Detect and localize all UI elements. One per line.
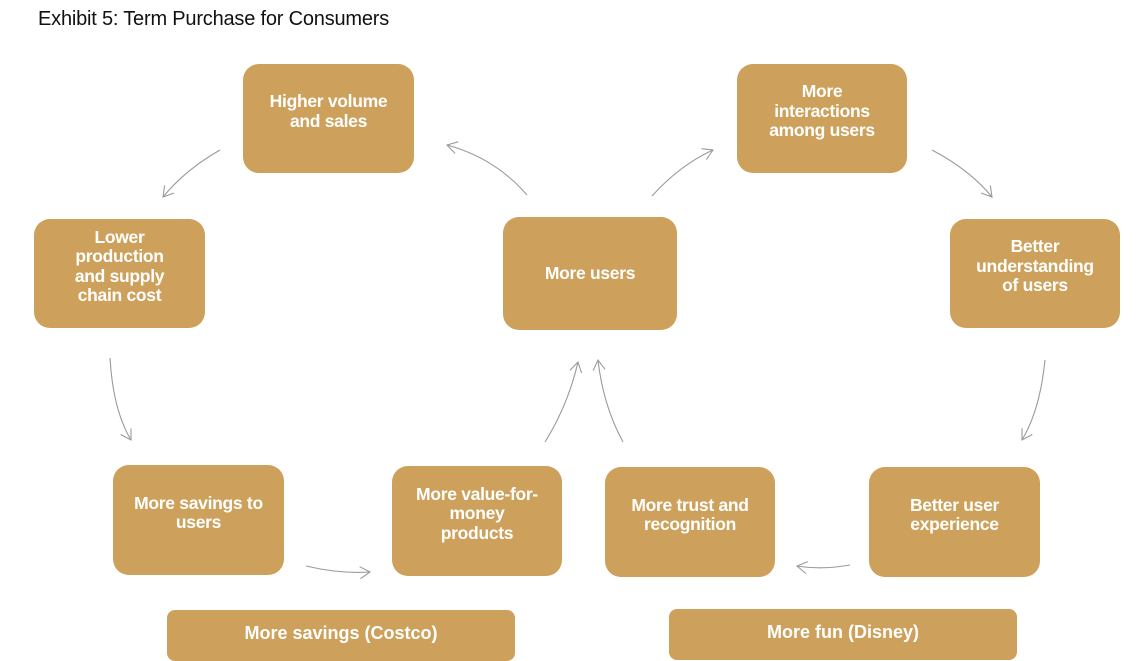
node-text: More savings to users [134,492,263,532]
node-text: Higher volume and sales [269,91,388,131]
label-costco: More savings (Costco) [167,610,515,661]
node-more-users: More users [503,217,677,330]
node-text: More users [544,262,636,283]
node-better-understanding: Better understanding of users [950,219,1120,328]
node-text: Better user experience [909,494,1000,534]
node-more-trust: More trust and recognition [605,467,775,577]
node-text: More trust and recognition [631,494,749,534]
node-more-interactions: More interactions among users [737,64,907,173]
node-text: More value-for- money products [416,483,538,543]
arrow-understanding-to-experience [1021,359,1046,441]
arrow-production-to-savings [109,357,132,441]
label-disney: More fun (Disney) [669,609,1017,660]
arrow-trust-to-users [592,358,624,443]
arrow-users-to-volume [445,141,528,196]
node-text: More interactions among users [769,81,875,141]
exhibit-title: Exhibit 5: Term Purchase for Consumers [38,8,390,30]
node-text: Lower production and supply chain cost [74,226,165,305]
node-lower-production: Lower production and supply chain cost [34,219,205,328]
node-text: Better understanding of users [976,236,1094,296]
arrow-experience-to-trust [795,561,851,574]
arrow-value-to-users [544,360,583,443]
node-value-for-money: More value-for- money products [392,466,562,576]
arrow-interactions-to-understanding [931,149,993,198]
node-higher-volume: Higher volume and sales [243,64,414,173]
node-better-experience: Better user experience [869,467,1040,577]
arrow-users-to-interactions [651,148,714,197]
arrow-volume-to-production [162,149,221,198]
arrow-savings-to-value [305,565,372,580]
node-more-savings: More savings to users [113,465,284,575]
